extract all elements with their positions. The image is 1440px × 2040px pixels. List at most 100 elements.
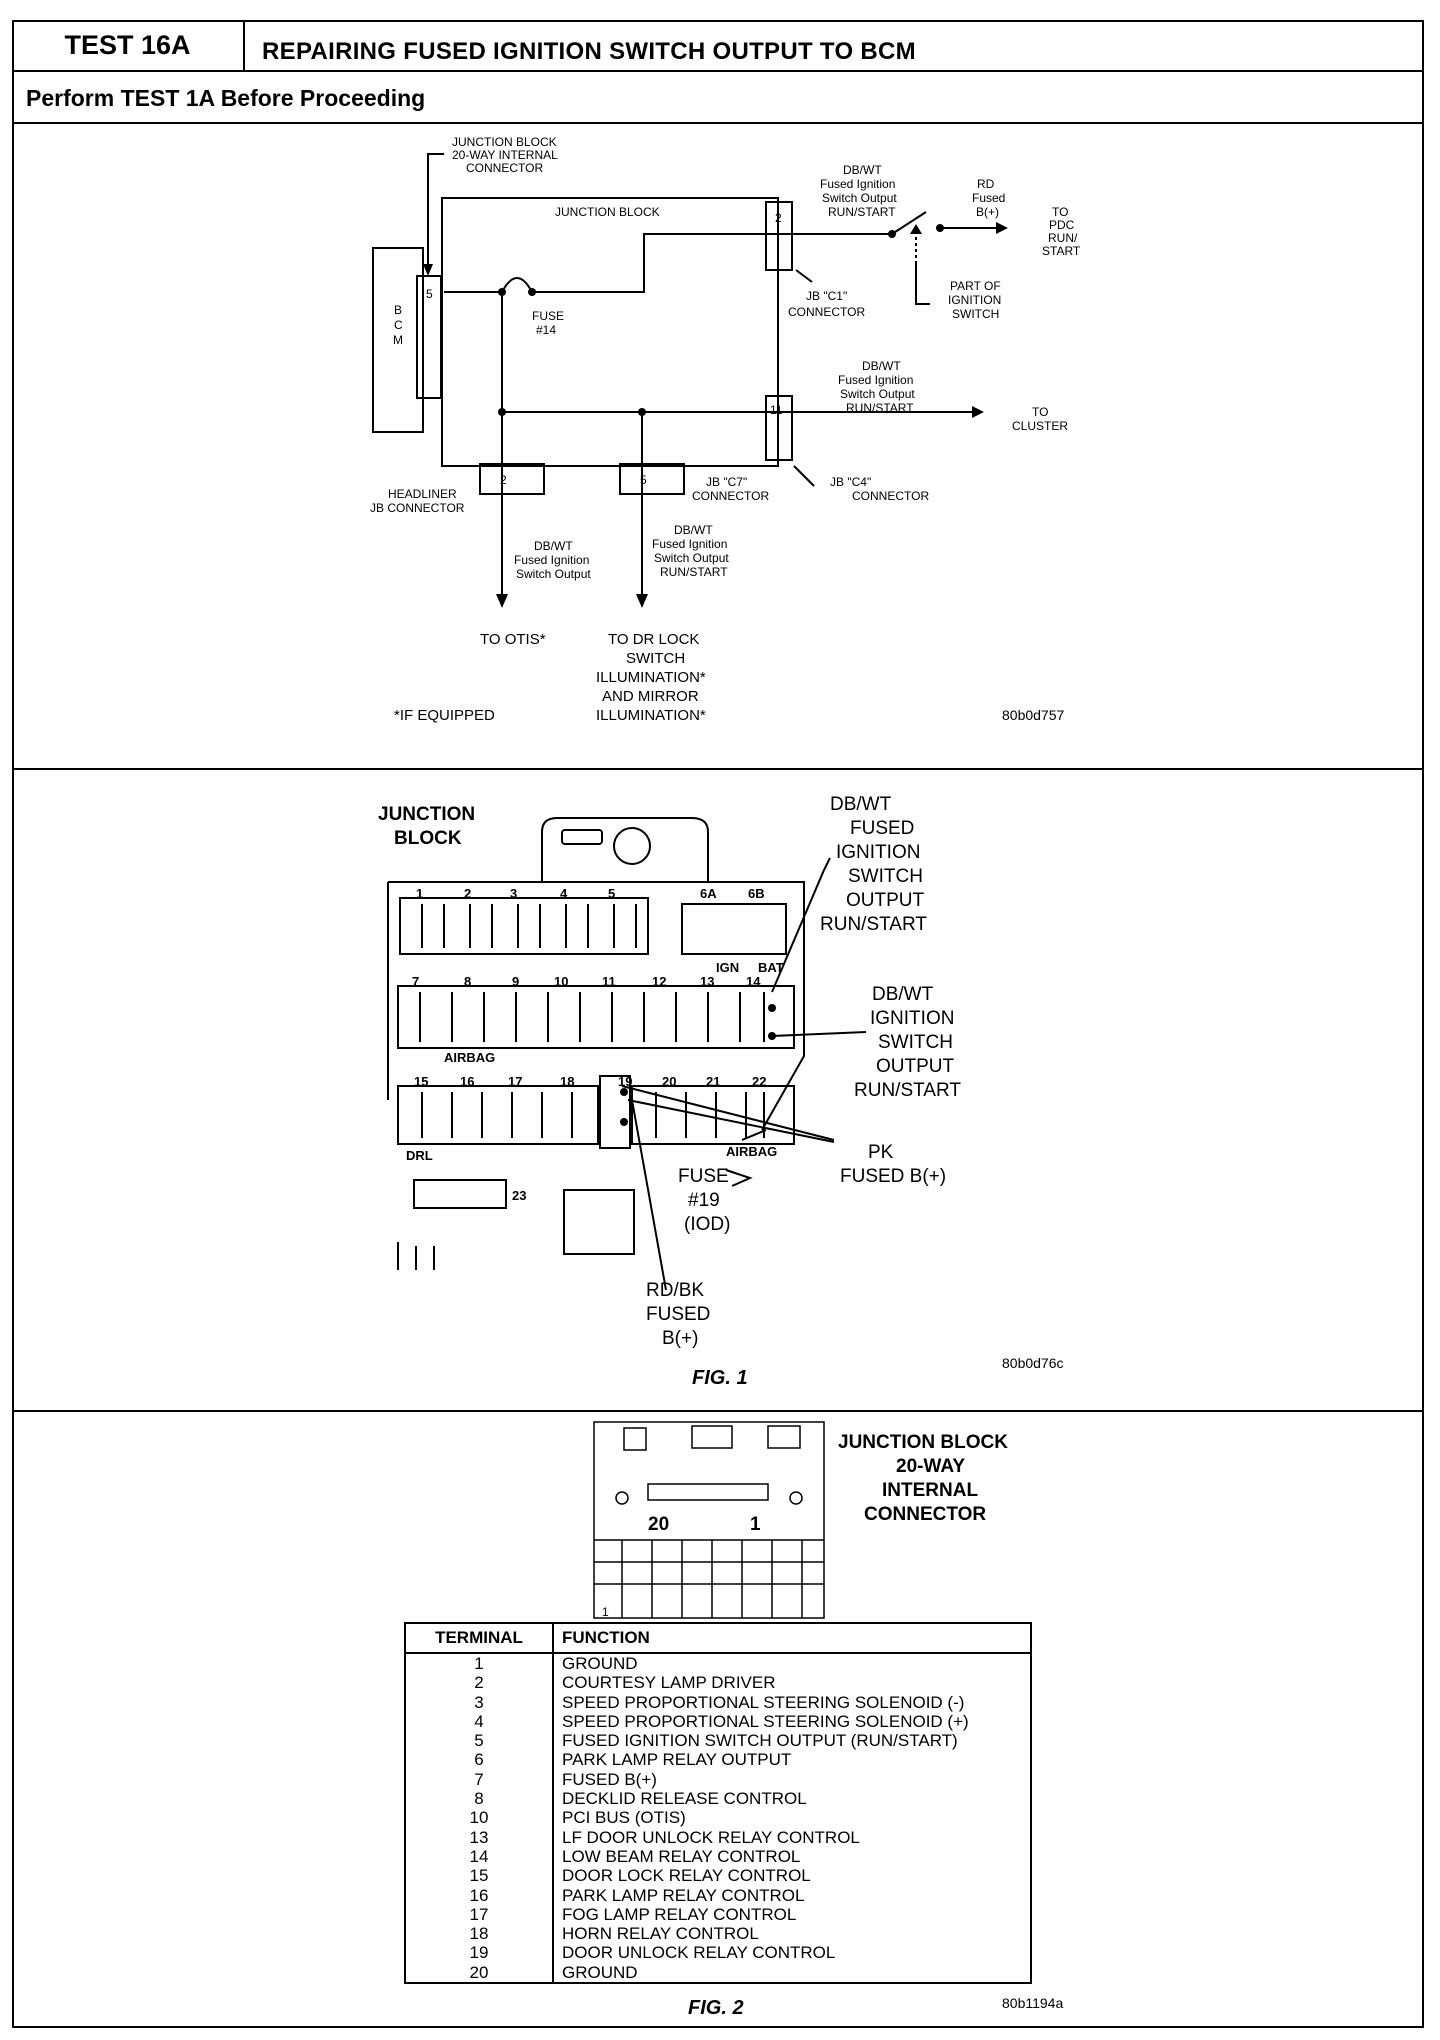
fuse-number: 15 xyxy=(414,1074,428,1089)
terminal-cell: 5 xyxy=(405,1731,554,1751)
wire-label: RUN/START xyxy=(828,205,896,219)
divider xyxy=(12,1410,1424,1412)
fuse-number: 14 xyxy=(746,974,761,989)
fuse-number: 13 xyxy=(700,974,714,989)
wire-callout: SWITCH xyxy=(878,1032,953,1053)
terminal-cell: 19 xyxy=(405,1943,554,1963)
fuse19-label: (IOD) xyxy=(684,1214,730,1235)
wire-label: Fused Ignition xyxy=(820,177,895,191)
wire-label: Fused Ignition xyxy=(514,553,589,567)
c1-label: JB "C1" xyxy=(806,289,847,303)
table-row: 19 DOOR UNLOCK RELAY CONTROL xyxy=(405,1943,1031,1963)
function-cell: DOOR UNLOCK RELAY CONTROL xyxy=(562,1943,836,1963)
fuse-number: 11 xyxy=(602,974,616,989)
terminal-cell: 16 xyxy=(405,1885,554,1905)
fuse-number: 10 xyxy=(554,974,568,989)
to-dr-lock-label: ILLUMINATION* xyxy=(596,669,706,686)
rd-label: Fused xyxy=(972,191,1005,205)
wire-callout: IGNITION xyxy=(836,842,920,863)
fuse-number: 16 xyxy=(460,1074,474,1089)
pin-label: 11 xyxy=(770,403,783,417)
wire-label: Switch Output xyxy=(822,191,897,205)
wire-label: RUN/START xyxy=(846,401,914,415)
wire-callout: SWITCH xyxy=(848,866,923,887)
subtitle: Perform TEST 1A Before Proceeding xyxy=(26,85,426,111)
fuse-slots xyxy=(419,904,765,1138)
c7-label: JB "C7" xyxy=(706,475,747,489)
to-otis-label: TO OTIS* xyxy=(480,631,546,648)
fig1-jb-label: JUNCTION xyxy=(378,804,475,825)
function-cell: LF DOOR UNLOCK RELAY CONTROL xyxy=(562,1827,860,1847)
fuse-label: #14 xyxy=(536,323,556,337)
terminal-cell: 3 xyxy=(405,1692,554,1712)
fig1-caption: FIG. 1 xyxy=(692,1367,748,1389)
headliner-label: JB CONNECTOR xyxy=(370,501,465,515)
wire-callout: PK xyxy=(868,1142,894,1163)
terminal-cell: 14 xyxy=(405,1846,554,1867)
pin-label: 2 xyxy=(500,473,507,487)
col-function: FUNCTION xyxy=(553,1623,1031,1654)
wire-callout: RD/BK xyxy=(646,1280,704,1301)
wire-label: Fused Ignition xyxy=(652,537,727,551)
fig1-fuse-panel: JUNCTION BLOCK 1 2 3 4 5 6A 6B IGN BAT 7… xyxy=(378,794,1064,1389)
fig1-jb-label: BLOCK xyxy=(394,828,462,849)
fuse19-label: FUSE xyxy=(678,1166,729,1187)
fig2-caption: FIG. 2 xyxy=(688,1997,744,2019)
fuse-number: 9 xyxy=(512,974,519,989)
page-title: REPAIRING FUSED IGNITION SWITCH OUTPUT T… xyxy=(262,38,916,65)
bat-label: BAT xyxy=(758,960,784,975)
wire-callout: DB/WT xyxy=(872,984,934,1005)
label-junction-block: JUNCTION BLOCK xyxy=(555,205,660,219)
fuse-number: 22 xyxy=(752,1074,766,1089)
terminal-cell: 10 xyxy=(405,1808,554,1828)
figure-code: 80b0d76c xyxy=(1002,1355,1064,1371)
to-pdc-label: TO xyxy=(1052,205,1068,219)
function-cell: SPEED PROPORTIONAL STEERING SOLENOID (-) xyxy=(562,1692,965,1712)
drl-label: DRL xyxy=(406,1148,433,1163)
to-pdc-label: PDC xyxy=(1049,218,1075,232)
wire-label: DB/WT xyxy=(674,523,713,537)
fuse-number: 7 xyxy=(412,974,419,989)
function-cell: PARK LAMP RELAY OUTPUT xyxy=(562,1750,792,1770)
terminal-cell: 18 xyxy=(405,1924,554,1944)
divider xyxy=(12,768,1424,770)
wire-label: Switch Output xyxy=(654,551,729,565)
c1-label: CONNECTOR xyxy=(788,305,865,319)
fig2-title: JUNCTION BLOCK xyxy=(838,1432,1008,1453)
terminal-cell: 15 xyxy=(405,1866,554,1886)
figure-code: 80b0d757 xyxy=(1002,707,1065,723)
fuse-number: 3 xyxy=(510,886,517,901)
pin-label: 2 xyxy=(775,211,782,225)
function-cell: GROUND xyxy=(562,1654,638,1673)
fig2-title: INTERNAL xyxy=(882,1480,978,1501)
to-dr-lock-label: SWITCH xyxy=(626,650,685,667)
headliner-label: HEADLINER xyxy=(388,487,457,501)
footnote: *IF EQUIPPED xyxy=(394,707,495,724)
terminal-cell: 8 xyxy=(405,1789,554,1809)
test-id: TEST 16A xyxy=(12,20,245,72)
table-row: 3 SPEED PROPORTIONAL STEERING SOLENOID (-… xyxy=(405,1692,1031,1712)
divider xyxy=(12,122,1424,124)
pin-label: 5 xyxy=(640,473,647,487)
fuse-number: 23 xyxy=(512,1188,526,1203)
wire-label: DB/WT xyxy=(534,539,573,553)
terminal-cell: 2 xyxy=(405,1673,554,1693)
label-jb-internal: JUNCTION BLOCK xyxy=(452,135,557,149)
wire-label: Fused Ignition xyxy=(838,373,913,387)
to-cluster-label: CLUSTER xyxy=(1012,419,1068,433)
wire-label: Switch Output xyxy=(840,387,915,401)
fuse-number: 4 xyxy=(560,886,568,901)
ign-switch-label: PART OF xyxy=(950,279,1001,293)
to-dr-lock-label: AND MIRROR xyxy=(602,688,699,705)
terminal-cell: 13 xyxy=(405,1827,554,1847)
